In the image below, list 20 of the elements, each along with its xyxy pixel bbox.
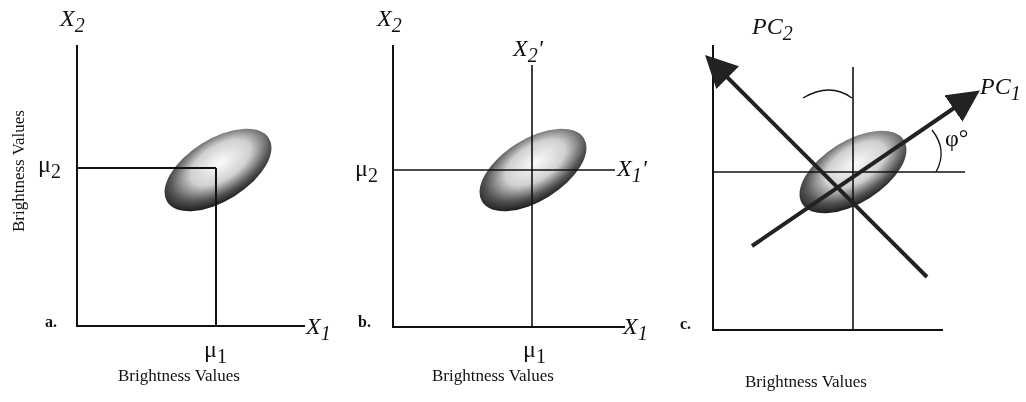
axis-label: PC$_{2}$: [752, 14, 793, 43]
angle-label: φ°: [945, 126, 969, 150]
axis-label: X$_{1}$: [306, 314, 331, 343]
axis-title: Brightness Values: [118, 367, 240, 384]
axis-label: X$_{2}$: [377, 6, 402, 35]
axis-label: PC$_{1}$: [980, 74, 1021, 103]
axis-label: X$_{1}$': [617, 156, 647, 185]
panel-letter: a.: [45, 314, 57, 330]
axis-label: X$_{2}$: [60, 6, 85, 35]
axis-label: X$_{2}$': [513, 36, 543, 65]
axis-title: Brightness Values: [432, 367, 554, 384]
mean-label: μ$_{1}$: [523, 337, 546, 366]
axis-label: X$_{1}$: [623, 314, 648, 343]
panel-letter: b.: [358, 314, 371, 330]
mean-label: μ$_{2}$: [38, 152, 61, 181]
mean-label: μ$_{2}$: [355, 156, 378, 185]
axis-title: Brightness Values: [745, 373, 867, 390]
axis-title: Brightness Values: [10, 110, 27, 232]
mean-label: μ$_{1}$: [204, 337, 227, 366]
panel-letter: c.: [680, 316, 692, 332]
